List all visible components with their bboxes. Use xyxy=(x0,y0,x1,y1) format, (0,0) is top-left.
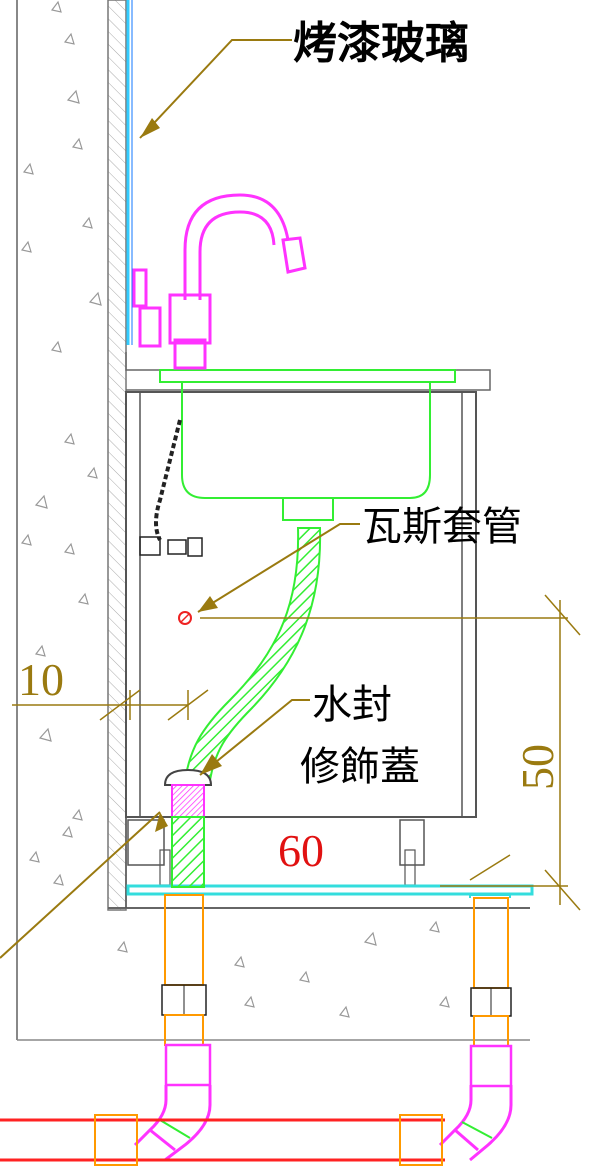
sink-drain xyxy=(282,497,334,521)
dim-50: 50 xyxy=(512,744,563,790)
sink-basin xyxy=(181,382,431,499)
drain-pipe-left xyxy=(161,894,212,1087)
water-seal-cap xyxy=(163,768,213,888)
countertop xyxy=(125,352,491,391)
label-water-seal: 水封 xyxy=(312,682,392,728)
dim-10: 10 xyxy=(18,654,64,705)
gas-hose xyxy=(139,419,203,557)
drain-pipe-right xyxy=(469,894,513,1088)
gas-outlet-marker xyxy=(178,611,192,625)
leader-arrowheads xyxy=(140,118,222,832)
glass-panel xyxy=(126,0,133,345)
leader-lines xyxy=(0,39,360,959)
elbow-left xyxy=(133,1085,212,1162)
flexible-drain-hose xyxy=(183,527,322,781)
dimension-lines xyxy=(12,594,581,911)
faucet xyxy=(132,193,307,370)
dim-60: 60 xyxy=(278,825,324,876)
floor-slab xyxy=(17,907,530,1041)
label-glass: 烤漆玻璃 xyxy=(293,18,469,69)
base-plate xyxy=(126,884,534,896)
horizontal-drain-pipe xyxy=(0,1114,445,1166)
label-gas-sleeve: 瓦斯套管 xyxy=(362,504,522,550)
elbow-right xyxy=(438,1085,513,1162)
label-trim-cap: 修飾蓋 xyxy=(300,744,420,790)
